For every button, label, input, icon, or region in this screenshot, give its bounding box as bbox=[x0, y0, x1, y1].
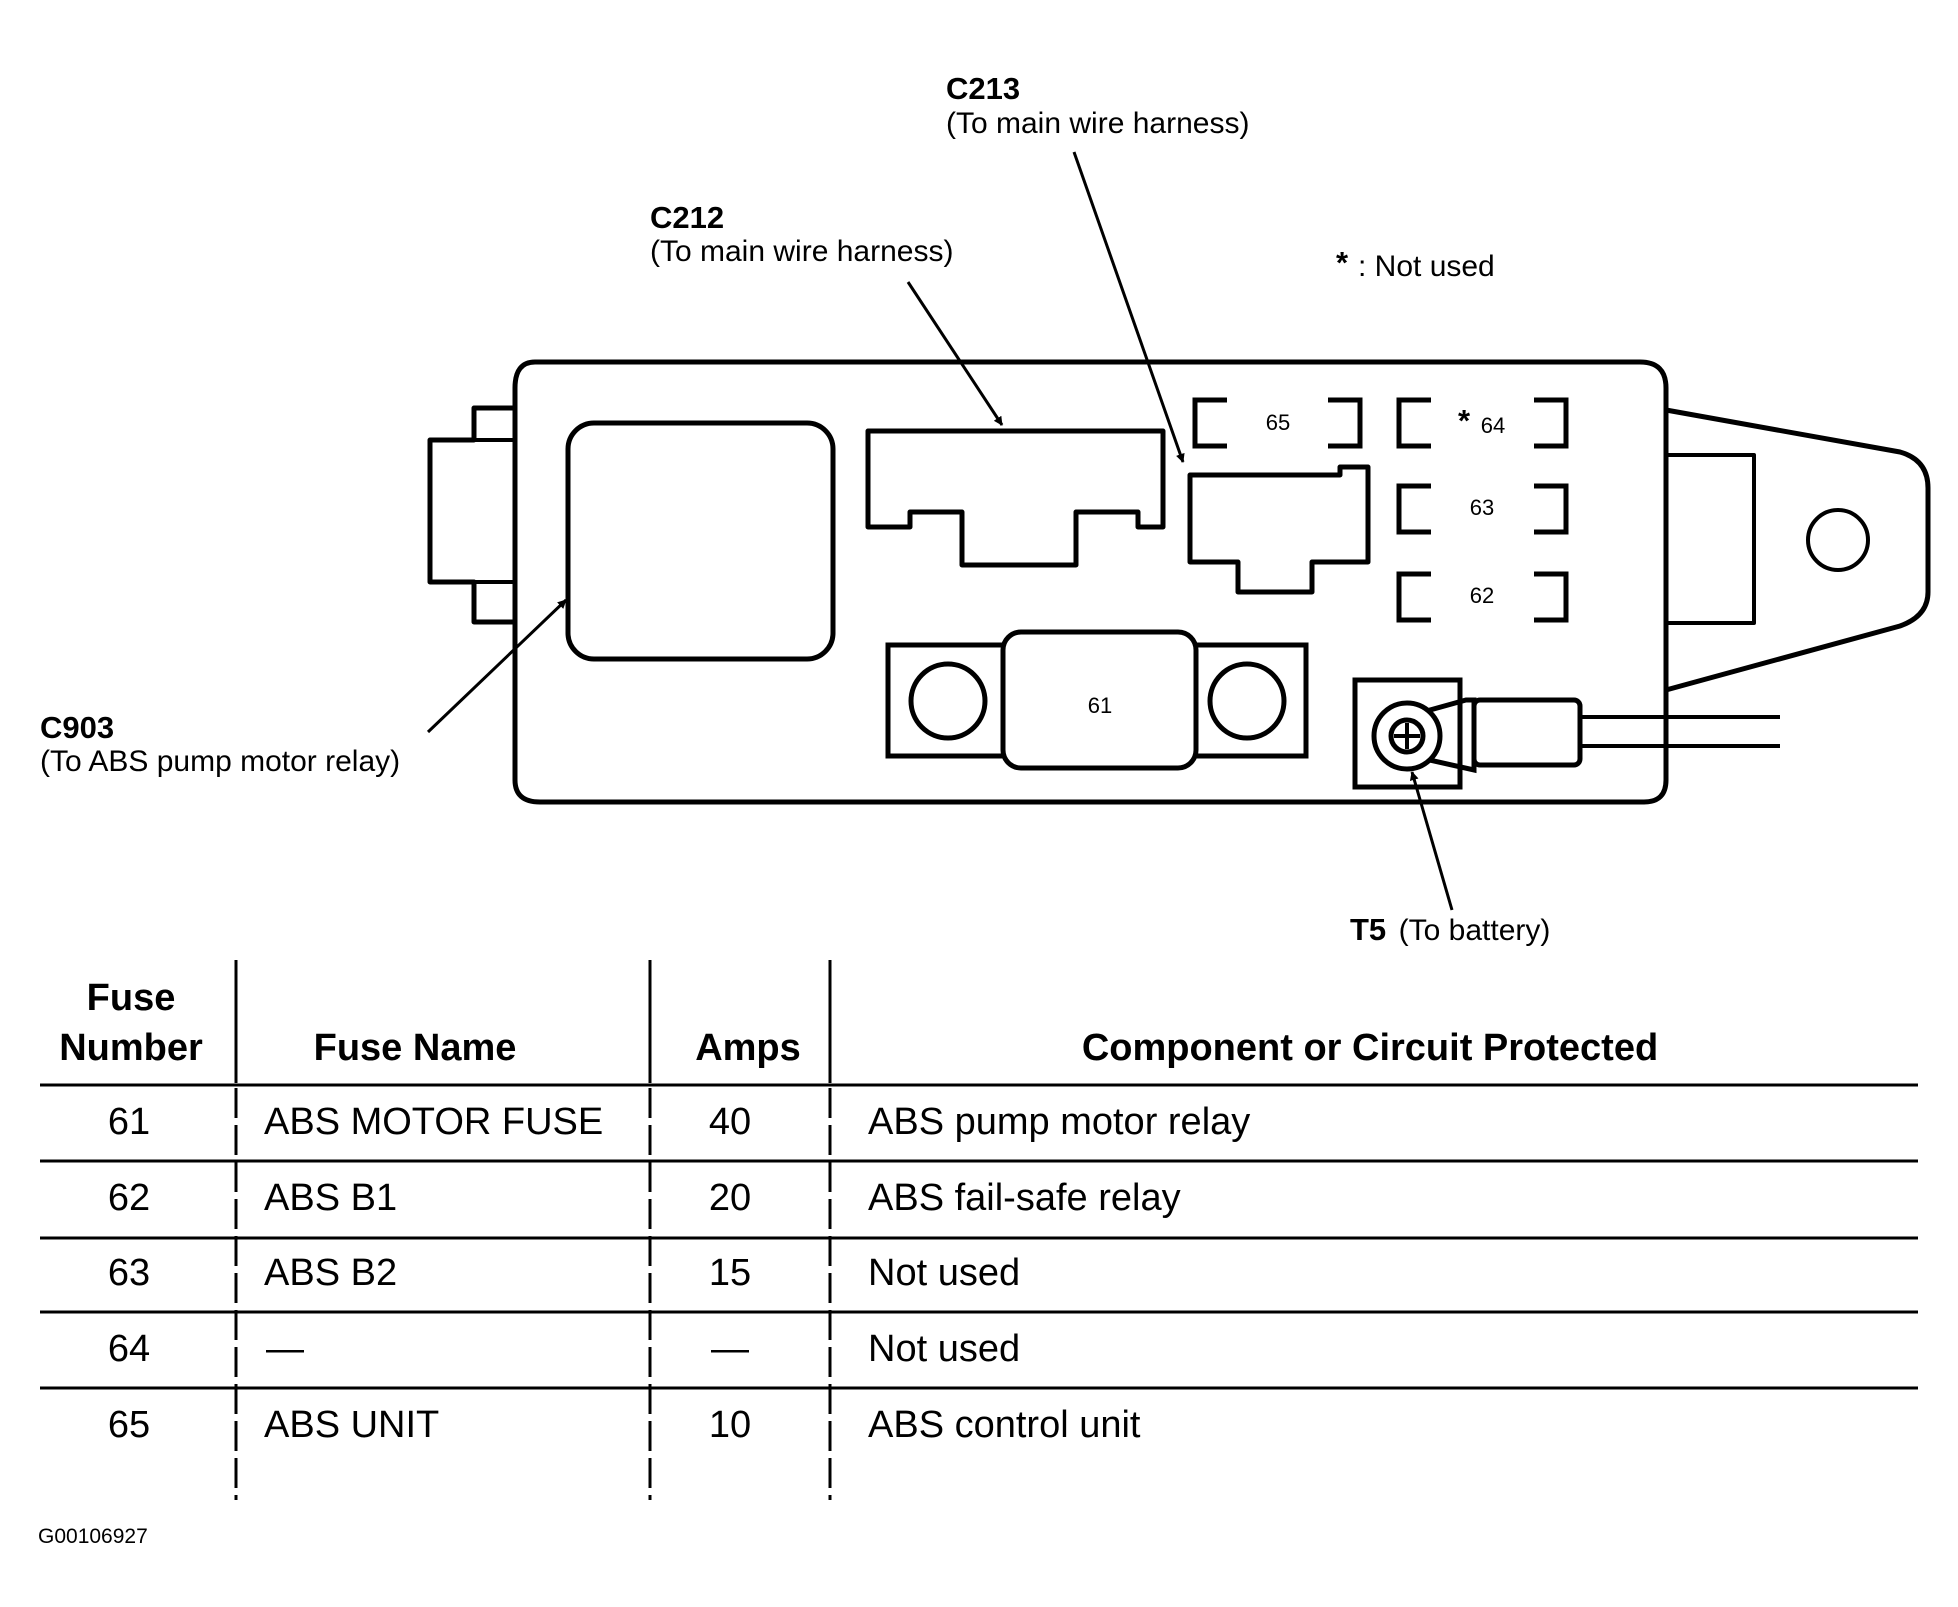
cell-amps: 15 bbox=[709, 1252, 751, 1294]
header-fuse-name: Fuse Name bbox=[314, 1027, 517, 1069]
cell-amps: 10 bbox=[709, 1404, 751, 1446]
fuse-label-65: 65 bbox=[1266, 410, 1290, 435]
cell-component: ABS pump motor relay bbox=[868, 1101, 1250, 1143]
c903-code: C903 bbox=[40, 710, 114, 745]
fuse-label-61: 61 bbox=[1088, 693, 1112, 718]
cell-fuse-number: 65 bbox=[108, 1404, 150, 1446]
cell-component: Not used bbox=[868, 1252, 1020, 1294]
cell-fuse-number: 63 bbox=[108, 1252, 150, 1294]
cell-component: ABS fail-safe relay bbox=[868, 1177, 1181, 1219]
c903-description: (To ABS pump motor relay) bbox=[40, 745, 400, 778]
c212-description: (To main wire harness) bbox=[650, 235, 953, 268]
cell-fuse-name: ABS MOTOR FUSE bbox=[264, 1101, 603, 1143]
cell-fuse-name: ABS B2 bbox=[264, 1252, 397, 1294]
c212-socket bbox=[865, 428, 1166, 568]
legend-symbol: * bbox=[1336, 245, 1349, 280]
cell-component: ABS control unit bbox=[868, 1404, 1141, 1446]
cell-amps: — bbox=[711, 1328, 749, 1370]
c903-leader bbox=[426, 598, 568, 734]
fuse-slot-61 bbox=[885, 629, 1309, 771]
header-component: Component or Circuit Protected bbox=[1082, 1027, 1658, 1069]
header-fuse-number-line1: Fuse bbox=[87, 977, 176, 1019]
header-amps: Amps bbox=[695, 1027, 801, 1069]
fuse-label-63: 63 bbox=[1470, 495, 1494, 520]
c903-socket bbox=[565, 420, 836, 662]
cell-fuse-number: 64 bbox=[108, 1328, 150, 1370]
header-fuse-number-line2: Number bbox=[59, 1027, 203, 1069]
cell-amps: 40 bbox=[709, 1101, 751, 1143]
cell-fuse-number: 61 bbox=[108, 1101, 150, 1143]
cell-fuse-name: ABS B1 bbox=[264, 1177, 397, 1219]
t5-code: T5 bbox=[1350, 912, 1386, 947]
c212-code: C212 bbox=[650, 200, 724, 235]
fuse-slot-63 bbox=[1396, 483, 1569, 535]
figure-code: G00106927 bbox=[38, 1525, 148, 1548]
fuse-slot-64 bbox=[1396, 397, 1569, 449]
c213-description: (To main wire harness) bbox=[946, 107, 1249, 140]
c212-leader bbox=[906, 281, 1004, 426]
cell-amps: 20 bbox=[709, 1177, 751, 1219]
fuse-slot-62 bbox=[1396, 571, 1569, 623]
t5-leader bbox=[1409, 771, 1454, 911]
leader-lines bbox=[426, 151, 1454, 911]
fuse-table: Fuse Number Fuse Name Amps Component or … bbox=[40, 960, 1918, 1500]
cell-component: Not used bbox=[868, 1328, 1020, 1370]
cell-fuse-name: ABS UNIT bbox=[264, 1404, 439, 1446]
cell-fuse-name: — bbox=[266, 1328, 304, 1370]
table-row: 65 ABS UNIT 10 ABS control unit bbox=[108, 1404, 1141, 1446]
c213-socket bbox=[1187, 464, 1371, 595]
t5-label: T5 (To battery) bbox=[1350, 912, 1550, 947]
cell-fuse-number: 62 bbox=[108, 1177, 150, 1219]
c213-code: C213 bbox=[946, 71, 1020, 106]
t5-description: (To battery) bbox=[1399, 914, 1551, 947]
fuse-64-not-used-marker: * bbox=[1458, 403, 1471, 438]
fuse-label-64: 64 bbox=[1481, 413, 1505, 438]
table-row: 63 ABS B2 15 Not used bbox=[108, 1252, 1020, 1294]
t5-battery-terminal bbox=[1352, 677, 1780, 790]
plus-icon bbox=[1394, 723, 1420, 749]
legend-text: : Not used bbox=[1358, 250, 1495, 283]
c213-leader bbox=[1072, 151, 1185, 463]
table-row: 64 — — Not used bbox=[108, 1328, 1020, 1370]
fuse-box-housing bbox=[427, 359, 1931, 805]
fuse-slot-65 bbox=[1192, 397, 1363, 449]
table-row: 61 ABS MOTOR FUSE 40 ABS pump motor rela… bbox=[108, 1101, 1250, 1143]
table-row: 62 ABS B1 20 ABS fail-safe relay bbox=[108, 1177, 1181, 1219]
fuse-label-62: 62 bbox=[1470, 583, 1494, 608]
